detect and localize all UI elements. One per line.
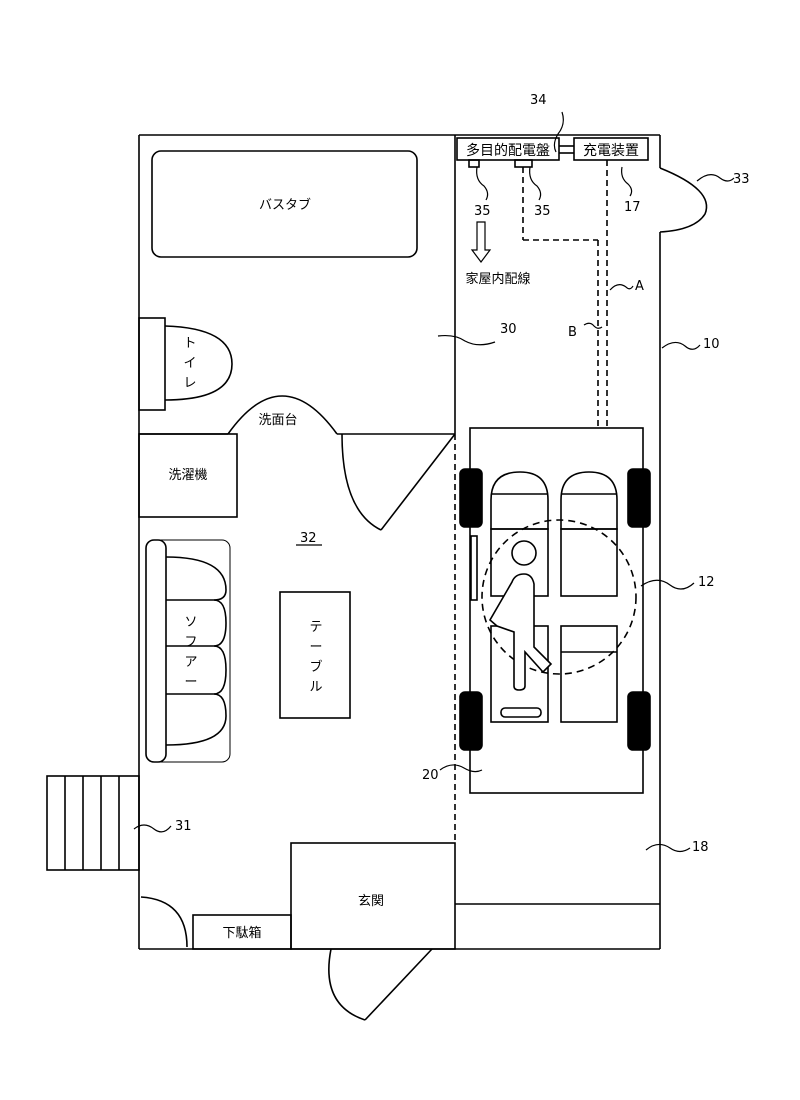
sofa-label-2: フ — [184, 635, 197, 650]
sofa — [145, 539, 231, 763]
toilet-label-2: イ — [183, 356, 196, 371]
person-figure — [488, 540, 553, 691]
table — [279, 591, 351, 719]
line-label-b: B — [568, 325, 577, 340]
carport-outline — [455, 134, 661, 950]
labels: バスタブ ト イ レ 洗面台 洗濯機 ソ フ ア ー テ ー ブ ル 玄関 下駄… — [168, 93, 749, 941]
breaker-left — [468, 159, 480, 168]
charger-box — [573, 137, 649, 161]
house-wiring-label: 家屋内配線 — [465, 271, 530, 287]
vehicle-body — [469, 427, 644, 794]
ref-12: 12 — [698, 575, 715, 590]
sofa-label-4: ー — [184, 675, 197, 690]
ref-17: 17 — [624, 200, 641, 215]
toilet — [138, 317, 233, 411]
washing-machine — [138, 433, 238, 518]
table-label-4: ル — [309, 680, 322, 695]
toilet-label-1: ト — [183, 336, 196, 351]
ref-18: 18 — [692, 840, 709, 855]
ref-32: 32 — [300, 531, 317, 546]
entrance-label: 玄関 — [358, 894, 384, 909]
washbasin-label: 洗面台 — [258, 413, 297, 428]
vehicle-wheels — [459, 468, 651, 751]
table-label-2: ー — [309, 640, 322, 655]
living-door — [341, 433, 456, 531]
charger-label: 充電装置 — [583, 143, 639, 159]
sofa-label-1: ソ — [184, 615, 197, 630]
ref-31: 31 — [175, 819, 192, 834]
toilet-label-3: レ — [183, 376, 196, 391]
table-label-1: テ — [309, 620, 322, 635]
ref-35-right: 35 — [534, 204, 551, 219]
carport-door — [659, 167, 708, 233]
washbasin — [227, 395, 338, 435]
entrance-door — [328, 948, 433, 1021]
ref-30: 30 — [500, 322, 517, 337]
ref-33: 33 — [733, 172, 750, 187]
line-label-a: A — [635, 279, 644, 294]
house-wiring-arrow — [470, 221, 492, 263]
table-label-3: ブ — [309, 659, 322, 675]
distribution-board-label: 多目的配電盤 — [466, 142, 550, 159]
leader-lines — [133, 111, 735, 853]
ref-10: 10 — [703, 337, 720, 352]
bathtub-label: バスタブ — [259, 197, 311, 213]
shoe-box-label: 下駄箱 — [222, 925, 261, 941]
sofa-label-3: ア — [184, 655, 197, 670]
charge-range-circle — [481, 519, 637, 675]
ref-20: 20 — [422, 768, 439, 783]
breaker-right — [514, 159, 533, 168]
vehicle-side-marker — [470, 535, 478, 601]
ref-34: 34 — [530, 93, 547, 108]
cable-line-b — [522, 167, 599, 428]
ref-35-left: 35 — [474, 204, 491, 219]
corner-door — [140, 896, 188, 948]
bathtub — [151, 150, 418, 258]
washing-machine-label: 洗濯機 — [168, 468, 207, 483]
shoe-box — [192, 914, 292, 950]
entrance — [290, 842, 456, 950]
distribution-board-box — [456, 137, 560, 161]
outdoor-steps — [46, 775, 140, 871]
